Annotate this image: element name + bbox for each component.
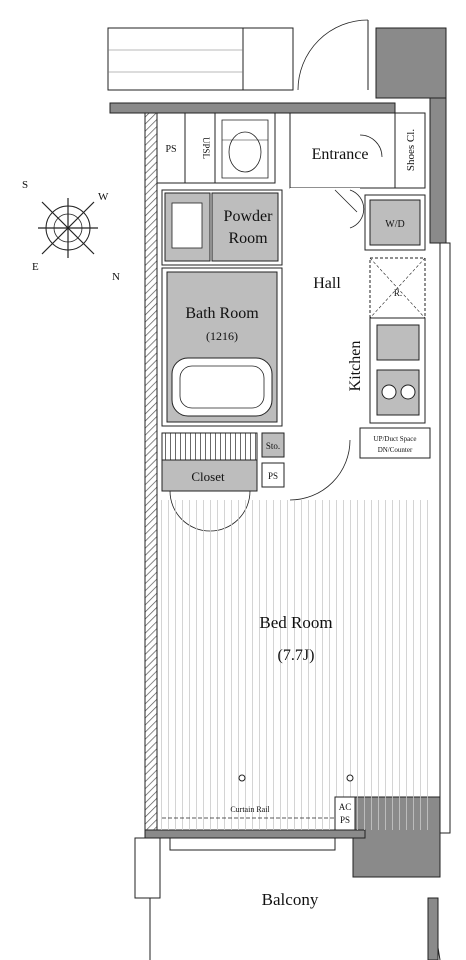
hall-area: Hall Kitchen (290, 188, 365, 428)
bath-label-2: (1216) (206, 329, 238, 343)
bed-label-1: Bed Room (259, 613, 332, 632)
refrigerator-label: R. (394, 288, 402, 298)
ps-top-label: PS (165, 144, 176, 155)
structure-walls (109, 27, 451, 878)
ac-label: AC (339, 802, 352, 812)
hall-label: Hall (313, 275, 341, 292)
wd-label: W/D (385, 219, 404, 230)
ps-mid-label: PS (268, 471, 278, 481)
bottom-wall (144, 829, 366, 839)
balcony-label: Balcony (262, 890, 319, 909)
updn-label-2: DN/Counter (378, 446, 413, 454)
entrance-area: Entrance Shoes Cl. (289, 112, 426, 189)
kitchen-label: Kitchen (347, 341, 364, 392)
mb-area (107, 19, 369, 91)
powder-room: Powder Room (161, 189, 283, 266)
upsl-label: UPSL (201, 137, 211, 159)
duct-space: UP/Duct Space DN/Counter (359, 427, 431, 459)
shoes-label: Shoes Cl. (405, 129, 417, 171)
powder-label-2: Room (228, 230, 268, 247)
closet-area: Closet Sto. PS (161, 432, 351, 532)
compass-n: N (112, 271, 120, 283)
sto-label: Sto. (266, 441, 280, 451)
closet-label: Closet (191, 469, 225, 484)
entrance-label: Entrance (312, 146, 369, 163)
bed-label-2: (7.7J) (278, 647, 315, 664)
bath-label-1: Bath Room (185, 305, 259, 322)
compass-icon: S W E N (22, 179, 120, 283)
compass-w: W (98, 191, 109, 203)
bath-room: Bath Room (1216) (161, 267, 283, 427)
ps-upsl-block: PS UPSL (156, 112, 216, 184)
curtain-label: Curtain Rail (230, 805, 270, 814)
updn-label-1: UP/Duct Space (374, 435, 417, 443)
powder-label-1: Powder (224, 208, 274, 225)
left-wall (144, 112, 158, 834)
compass-s: S (22, 179, 28, 191)
ps-low-label: PS (340, 815, 350, 825)
balcony-area: Balcony (134, 837, 441, 960)
compass-e: E (32, 261, 39, 273)
bed-room: Bed Room (7.7J) Curtain Rail AC PS (160, 500, 430, 831)
kitchen-fixtures: W/D R. (364, 194, 426, 424)
toilet-fixture (214, 112, 276, 184)
